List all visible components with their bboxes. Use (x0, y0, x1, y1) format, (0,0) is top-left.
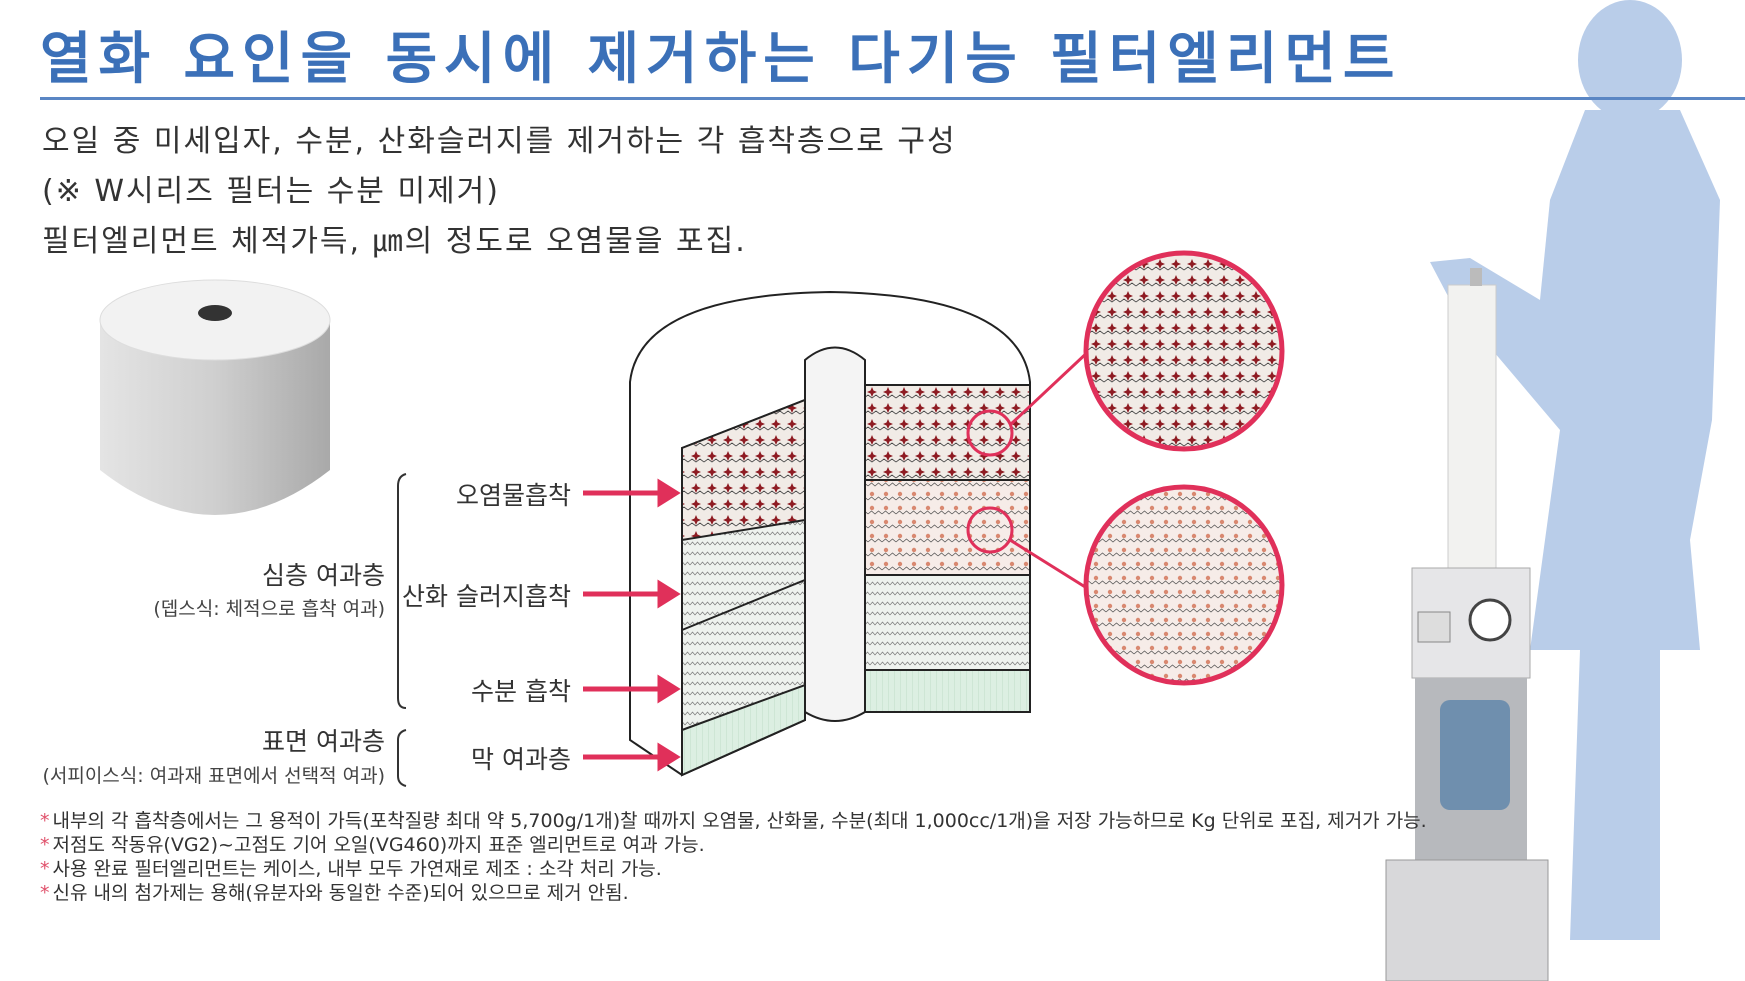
note-text: 내부의 각 흡착층에서는 그 용적이 가득(포착질량 최대 약 5,700g/1… (52, 810, 1427, 832)
subtitle-line-3: 필터엘리먼트 체적가득, ㎛의 정도로 오염물을 포집. (42, 224, 747, 259)
layer-label-sludge: 산화 슬러지흡착 (402, 582, 571, 611)
filter-element-photo (99, 279, 331, 515)
surface-layer-desc: (서피이스식: 여과재 표면에서 선택적 여과) (42, 765, 385, 787)
title-divider (40, 97, 1745, 100)
magnified-view-sludge (1083, 484, 1285, 686)
depth-bracket (397, 473, 407, 709)
note-text: 저점도 작동유(VG2)~고점도 기어 오일(VG460)까지 표준 엘리먼트로… (52, 834, 705, 856)
filter-cutaway-diagram (629, 290, 1092, 777)
note-2: *저점도 작동유(VG2)~고점도 기어 오일(VG460)까지 표준 엘리먼트… (40, 830, 705, 857)
layer-label-water: 수분 흡착 (471, 677, 571, 706)
magnified-view-contaminant (1083, 250, 1285, 452)
note-4: *신유 내의 첨가제는 용해(유분자와 동일한 수준)되어 있으므로 제거 안됨… (40, 878, 629, 905)
note-marker: * (40, 834, 50, 856)
layer-label-membrane: 막 여과층 (471, 745, 571, 774)
note-3: *사용 완료 필터엘리먼트는 케이스, 내부 모두 가연재로 제조 : 소각 처… (40, 854, 662, 881)
note-marker: * (40, 810, 50, 832)
surface-layer-name: 표면 여과층 (262, 727, 385, 756)
subtitle-line-1: 오일 중 미세입자, 수분, 산화슬러지를 제거하는 각 흡착층으로 구성 (42, 124, 957, 159)
note-text: 신유 내의 첨가제는 용해(유분자와 동일한 수준)되어 있으므로 제거 안됨. (52, 882, 629, 904)
note-marker: * (40, 858, 50, 880)
page-title: 열화 요인을 동시에 제거하는 다기능 필터엘리먼트 (40, 27, 1402, 92)
note-1: *내부의 각 흡착층에서는 그 용적이 가득(포착질량 최대 약 5,700g/… (40, 806, 1427, 833)
layer-label-contaminant: 오염물흡착 (455, 481, 571, 510)
note-text: 사용 완료 필터엘리먼트는 케이스, 내부 모두 가연재로 제조 : 소각 처리… (52, 858, 662, 880)
filtration-unit-photo (1385, 268, 1549, 981)
note-marker: * (40, 882, 50, 904)
subtitle-line-2: (※ W시리즈 필터는 수분 미제거) (42, 174, 500, 209)
person-silhouette (1430, 0, 1720, 940)
layer-arrows (583, 478, 681, 772)
depth-layer-desc: (뎁스식: 체적으로 흡착 여과) (153, 598, 385, 620)
depth-layer-name: 심층 여과층 (262, 561, 385, 590)
surface-bracket (397, 729, 407, 787)
